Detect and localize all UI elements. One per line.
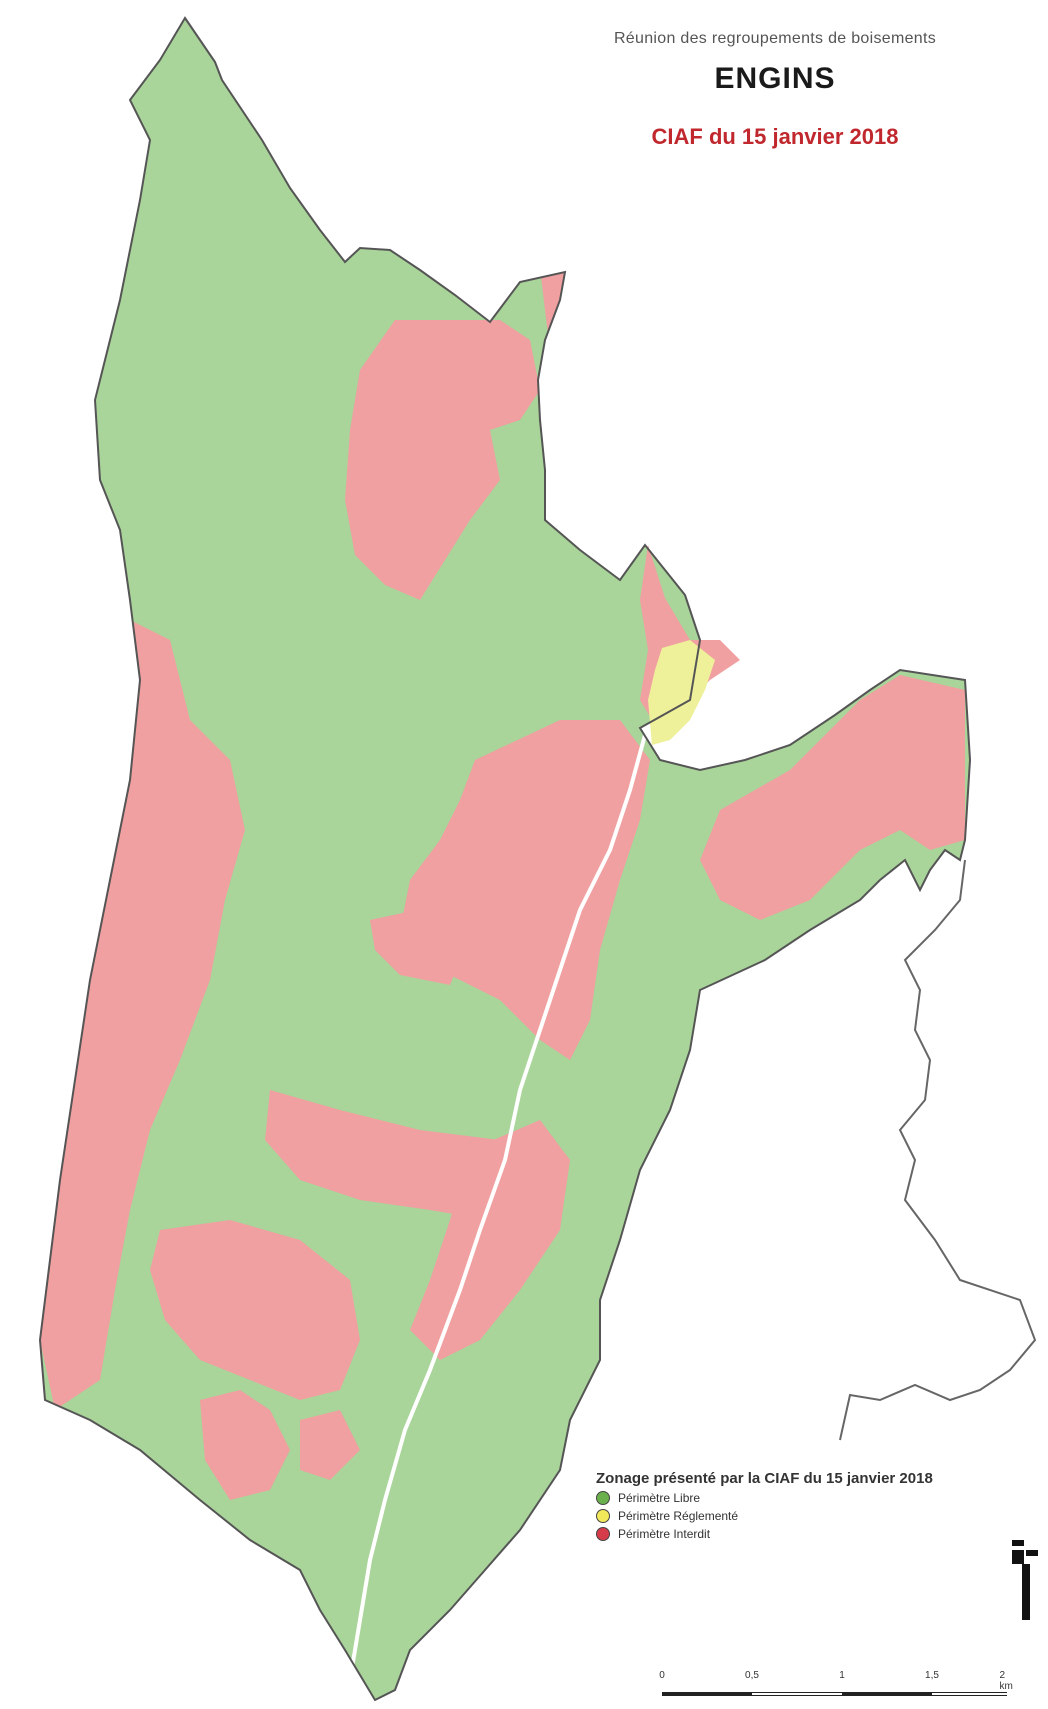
reglemente-zone [648, 640, 715, 745]
legend-label-interdit: Périmètre Interdit [618, 1527, 711, 1541]
scale-segment [932, 1692, 1007, 1696]
interdit-zone-mid-south [265, 1090, 520, 1220]
legend-item-reglemente: Périmètre Réglementé [596, 1509, 1046, 1523]
legend-swatch-libre [596, 1491, 610, 1505]
scale-tick: 1 [839, 1670, 845, 1681]
map-date: CIAF du 15 janvier 2018 [651, 124, 899, 149]
interdit-zone-north [345, 320, 540, 600]
map-legend: Zonage présenté par la CIAF du 15 janvie… [596, 1470, 1046, 1541]
interdit-zone-east [700, 675, 965, 920]
interdit-zone-west [40, 620, 245, 1410]
legend-item-libre: Périmètre Libre [596, 1491, 1046, 1505]
legend-item-interdit: Périmètre Interdit [596, 1527, 1046, 1541]
interdit-zone-south [200, 1390, 290, 1500]
scale-segment [752, 1692, 842, 1696]
legend-label-libre: Périmètre Libre [618, 1491, 701, 1505]
interdit-zone-centre [400, 720, 650, 1060]
map-title: ENGINS [714, 62, 836, 95]
scale-segment [842, 1692, 932, 1696]
scale-tick: 0,5 [745, 1670, 759, 1681]
interdit-zone-south-west [150, 1220, 360, 1400]
scale-tick: 2 km [999, 1670, 1013, 1692]
north-arrow-icon [1012, 1540, 1038, 1620]
map-header: Réunion des regroupements de boisements … [560, 30, 990, 150]
scale-bar: 0 0,5 1 1,5 2 km [659, 1670, 1022, 1700]
map-subtitle: Réunion des regroupements de boisements [613, 30, 937, 47]
legend-swatch-reglemente [596, 1509, 610, 1523]
legend-swatch-interdit [596, 1527, 610, 1541]
interdit-zones [40, 265, 965, 1500]
interdit-zone-south-small [300, 1410, 360, 1480]
neighbour-commune-border [839, 859, 1037, 1441]
scale-segment [662, 1692, 752, 1696]
scale-tick: 1,5 [925, 1670, 939, 1681]
interdit-zone-centre-arm [370, 905, 470, 985]
legend-label-reglemente: Périmètre Réglementé [618, 1509, 739, 1523]
river-line [348, 734, 647, 1681]
scale-tick: 0 [659, 1670, 665, 1681]
commune-border [38, 16, 972, 1702]
legend-title: Zonage présenté par la CIAF du 15 janvie… [596, 1470, 933, 1487]
interdit-zone-south-river [410, 1120, 570, 1360]
